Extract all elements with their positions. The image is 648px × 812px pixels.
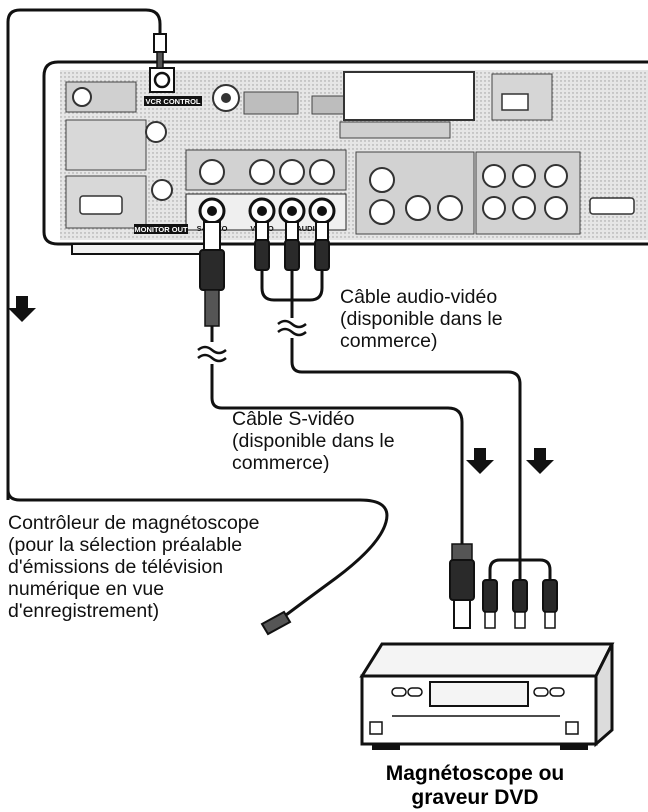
device-title-line: graveur DVD xyxy=(411,786,539,809)
av-cable-label-line: (disponible dans le xyxy=(340,308,503,330)
vcr-control-label: VCR CONTROL xyxy=(146,97,201,106)
vcr-controller-label-line: d'enregistrement) xyxy=(8,600,160,622)
vcr-dvd-recorder-icon xyxy=(359,642,615,750)
monitor-out-badge xyxy=(134,224,188,234)
down-arrow-icon xyxy=(8,296,36,322)
tv-receiver-rear-panel xyxy=(42,60,648,255)
device-title: Magnétoscope ou graveur DVD xyxy=(340,762,610,810)
vcr-controller-cable xyxy=(6,8,389,636)
svideo-cable-label: Câble S-vidéo (disponible dans le commer… xyxy=(232,408,395,474)
down-arrow-icon xyxy=(526,448,554,474)
svideo-cable-label-line: Câble S-vidéo xyxy=(232,408,355,430)
av-cable-label-line: commerce) xyxy=(340,330,438,352)
ir-emitter-icon xyxy=(260,610,292,636)
audio-video-cable xyxy=(254,221,558,629)
vcr-controller-label-line: d'émissions de télévision xyxy=(8,556,224,578)
av-cable-label: Câble audio-vidéo (disponible dans le co… xyxy=(340,286,503,352)
squiggle-break-icon xyxy=(197,345,227,363)
down-arrow-icon xyxy=(466,448,494,474)
av-cable-label-line: Câble audio-vidéo xyxy=(340,286,498,308)
svideo-cable-label-line: (disponible dans le xyxy=(232,430,395,452)
svideo-cable-label-line: commerce) xyxy=(232,452,330,474)
vcr-controller-label: Contrôleur de magnétoscope (pour la séle… xyxy=(8,512,260,622)
device-title-line: Magnétoscope ou xyxy=(385,762,565,785)
audio-jack-label: R-AUDIO-L xyxy=(288,224,328,233)
vcr-controller-label-line: (pour la sélection préalable xyxy=(8,534,243,556)
s-video-cable xyxy=(199,221,475,629)
vcr-control-badge xyxy=(144,96,202,106)
squiggle-break-icon xyxy=(277,319,307,337)
vcr-controller-label-line: Contrôleur de magnétoscope xyxy=(8,512,260,534)
vcr-controller-label-line: numérique en vue xyxy=(8,578,165,600)
monitor-out-label: MONITOR OUT xyxy=(134,225,188,234)
